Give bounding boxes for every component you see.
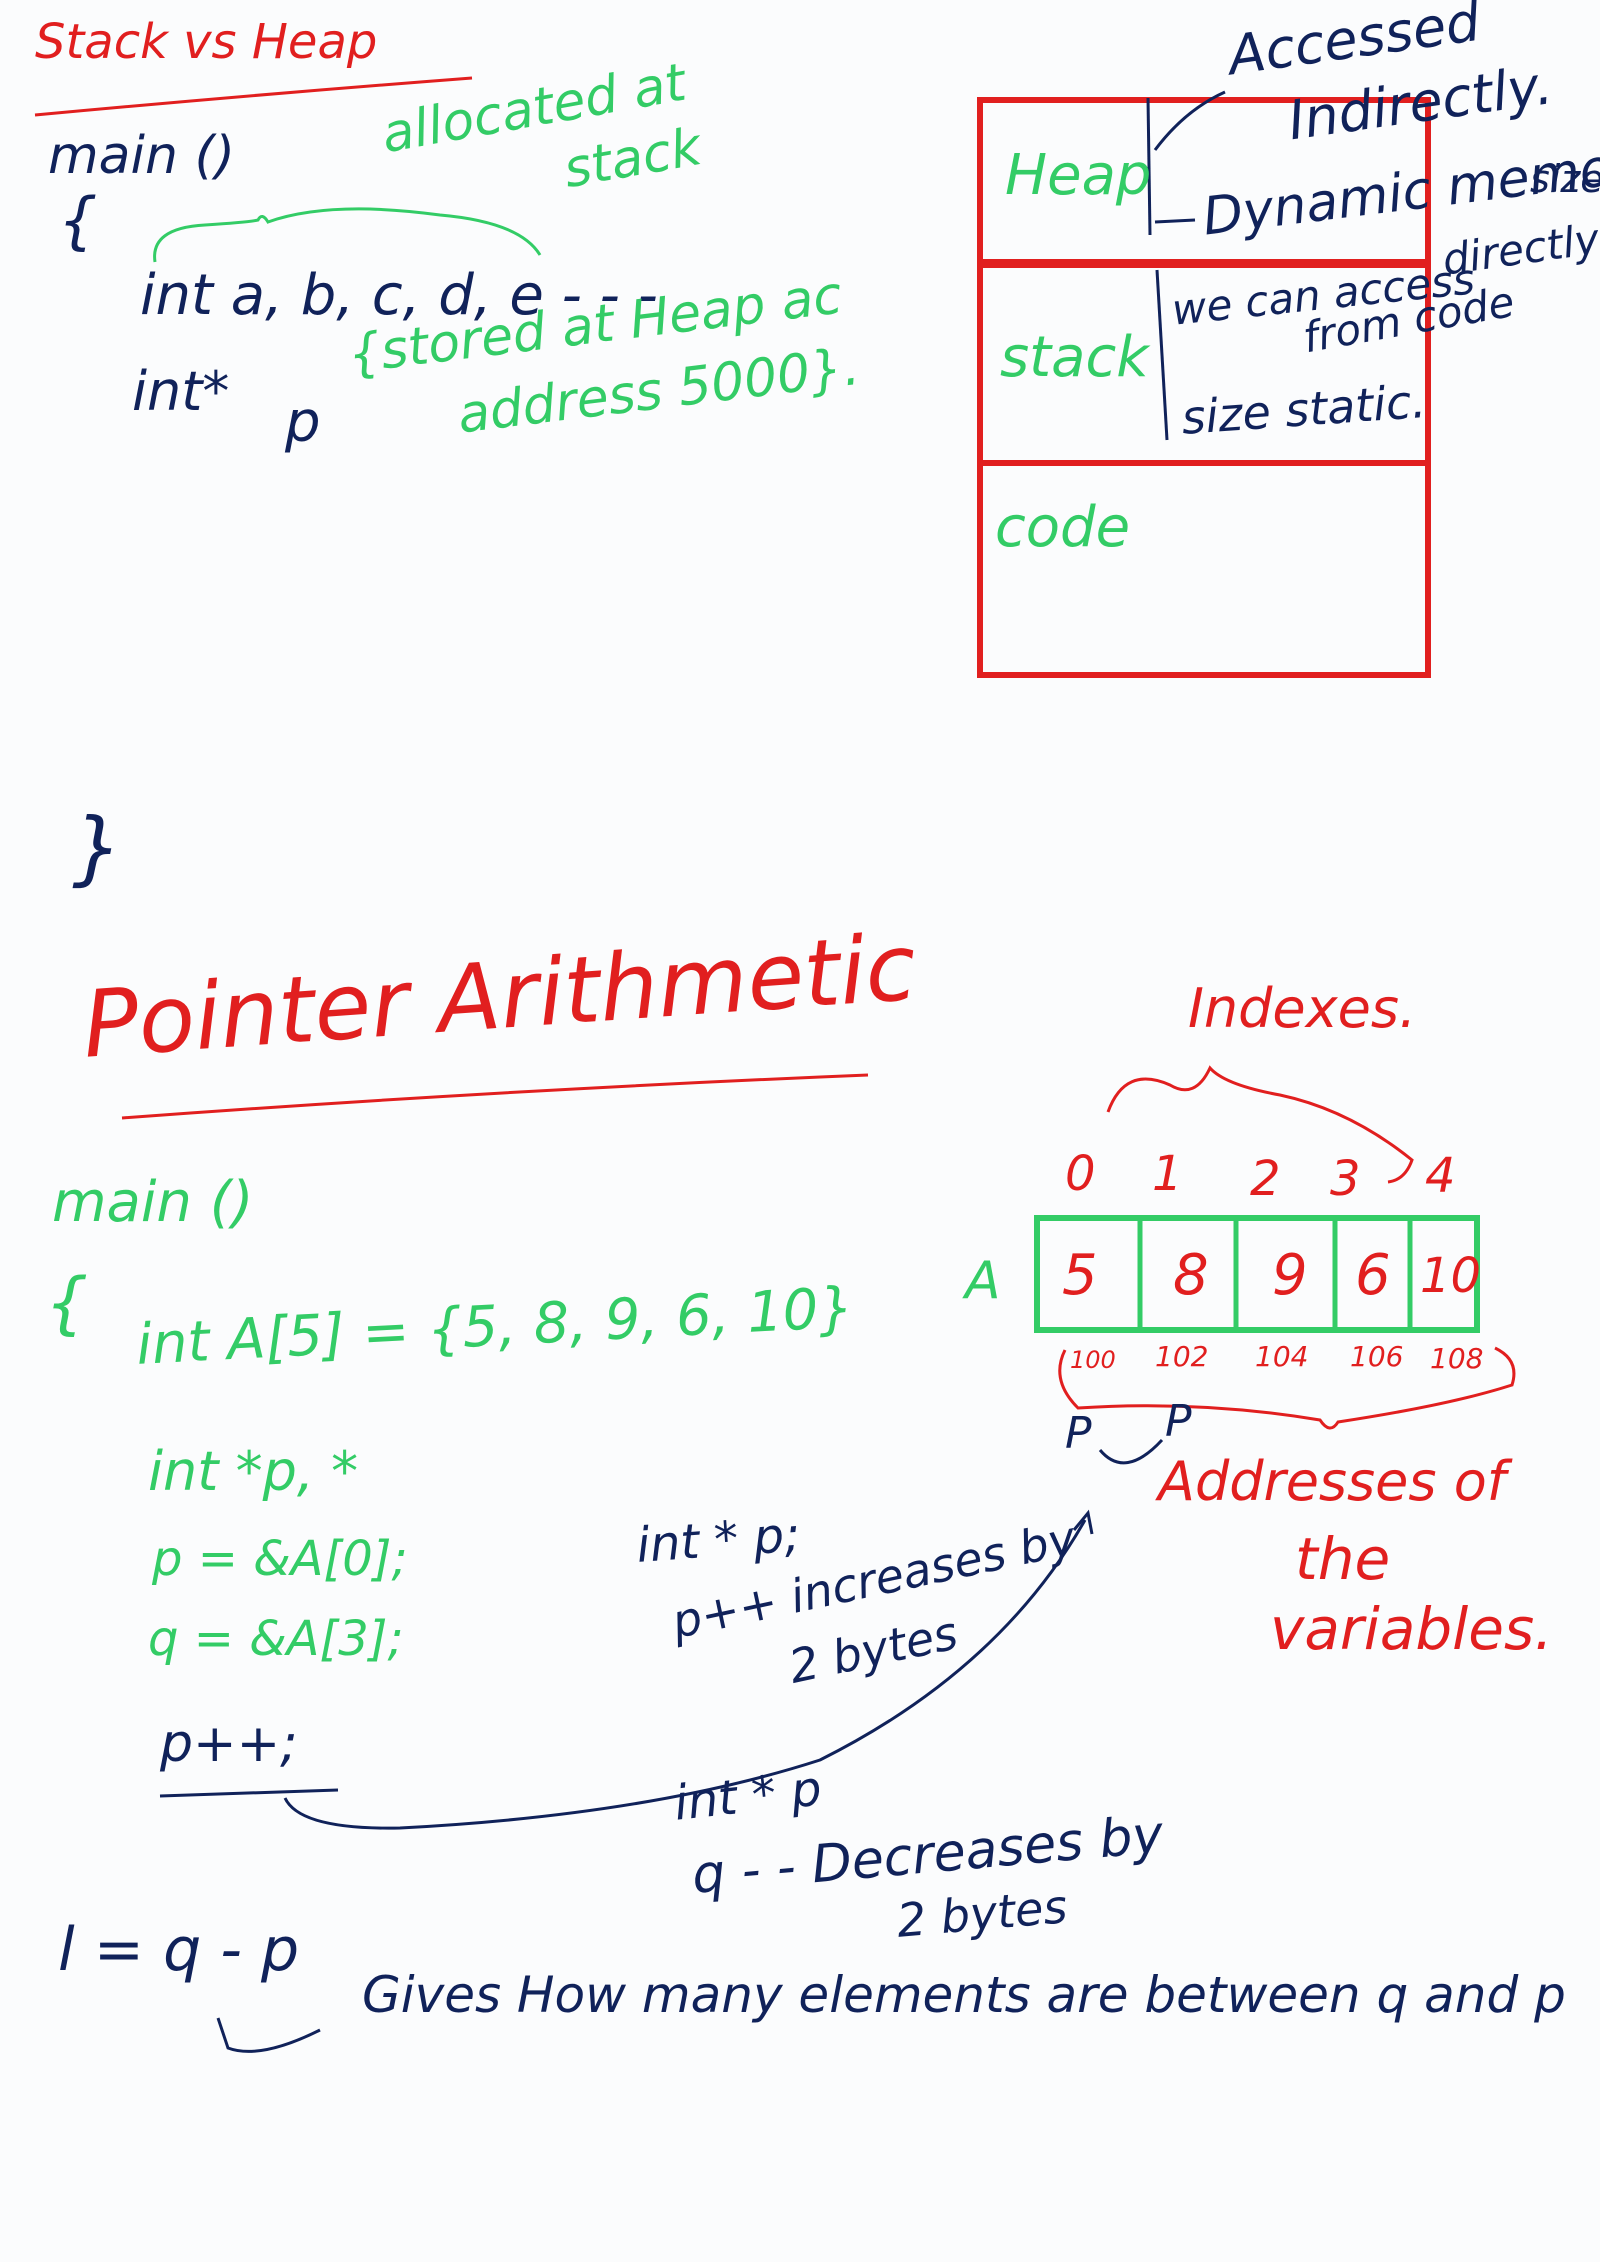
array-box xyxy=(1034,1215,1480,1333)
gives-hook xyxy=(216,2017,321,2053)
heap-label: Heap xyxy=(1005,143,1152,208)
title2-underline xyxy=(121,1073,869,1120)
assign-p: p = &A[0]; xyxy=(152,1531,408,1587)
allocated-brace xyxy=(153,207,542,263)
assign-q: q = &A[3]; xyxy=(148,1611,404,1667)
array-value-4: 10 xyxy=(1420,1248,1482,1304)
index-3: 3 xyxy=(1330,1151,1361,1207)
pointer-label-p1: P xyxy=(1065,1408,1092,1459)
increment-statement: p++; xyxy=(160,1714,298,1774)
difference-explanation: Gives How many elements are between q an… xyxy=(362,1966,1566,2024)
array-name: A xyxy=(965,1251,1001,1311)
pointer-var-p: p xyxy=(285,390,321,455)
addresses-brace xyxy=(1058,1346,1516,1430)
addresses-label-3: variables. xyxy=(1270,1595,1553,1663)
code-box xyxy=(977,460,1431,678)
open-brace: { xyxy=(58,184,98,257)
array-value-1: 8 xyxy=(1173,1243,1209,1308)
pointer-declaration: int *p, * xyxy=(148,1440,359,1503)
pointer-label-p2: P xyxy=(1165,1396,1192,1447)
difference-formula: l = q - p xyxy=(58,1915,300,1985)
index-0: 0 xyxy=(1065,1146,1096,1202)
array-value-3: 6 xyxy=(1355,1243,1391,1308)
index-4: 4 xyxy=(1425,1148,1456,1204)
indexes-brace xyxy=(1106,1065,1414,1184)
address-106: 106 xyxy=(1350,1340,1404,1373)
address-104: 104 xyxy=(1255,1340,1309,1373)
address-102: 102 xyxy=(1155,1340,1209,1373)
stack-label: stack xyxy=(1000,325,1149,390)
increment-arrow xyxy=(283,1519,1087,1830)
addresses-label-2: the xyxy=(1295,1525,1391,1593)
index-2: 2 xyxy=(1250,1151,1281,1207)
note-int-p: int * p; xyxy=(634,1506,802,1574)
address-108: 108 xyxy=(1430,1342,1484,1375)
array-value-0: 5 xyxy=(1062,1243,1098,1308)
int-pointer-type: int* xyxy=(132,360,230,423)
main-signature: main () xyxy=(48,126,236,186)
stack-vs-heap-title: Stack vs Heap xyxy=(35,14,378,70)
index-1: 1 xyxy=(1152,1146,1183,1202)
note-int-p-2: int * p xyxy=(671,1760,825,1832)
indexes-label: Indexes. xyxy=(1188,977,1417,1040)
heap-note-size: size xyxy=(1530,157,1600,201)
note-two-bytes-2: 2 bytes xyxy=(894,1879,1070,1948)
array-value-2: 9 xyxy=(1272,1243,1308,1308)
open-brace-2: { xyxy=(45,1264,89,1343)
address-100: 100 xyxy=(1070,1346,1116,1374)
title-underline xyxy=(34,76,473,117)
code-label: code xyxy=(995,495,1131,560)
main2-signature: main () xyxy=(52,1170,254,1235)
addresses-label-1: Addresses of xyxy=(1158,1450,1506,1513)
int-vars-line: int a, b, c, d, e - - - xyxy=(140,263,658,328)
close-brace: } xyxy=(72,801,123,894)
